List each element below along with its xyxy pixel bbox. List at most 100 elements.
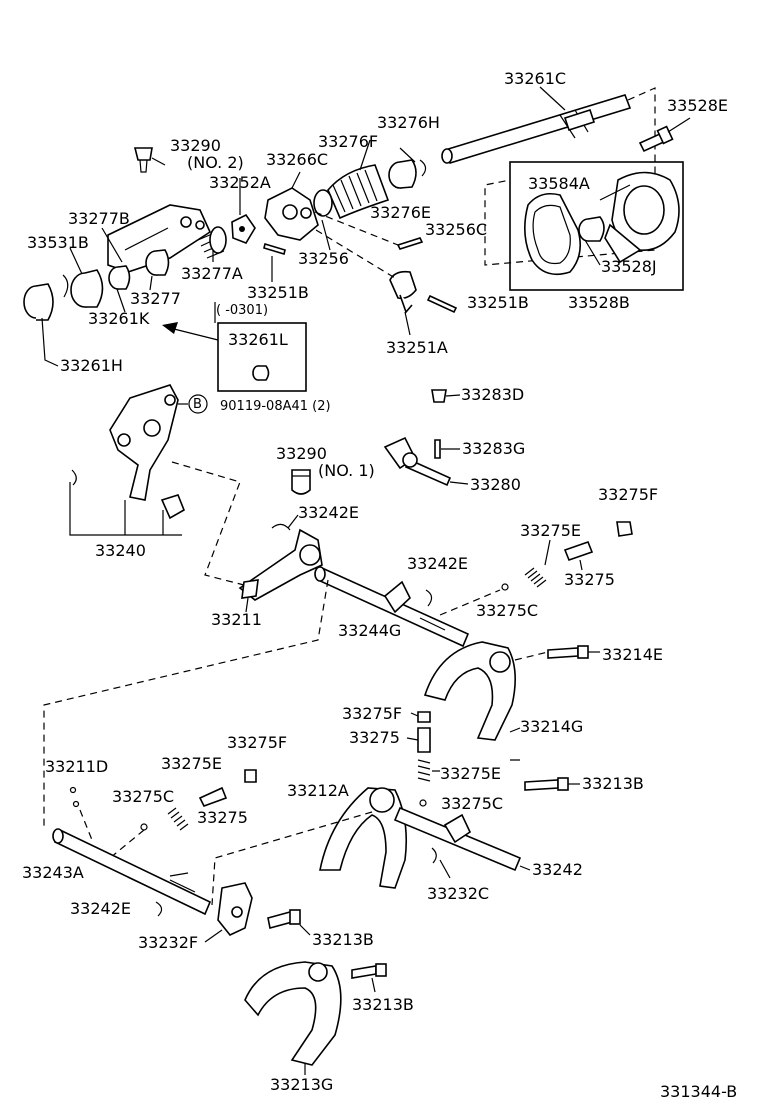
label-33244g: 33244G: [338, 621, 402, 640]
label-33212a: 33212A: [287, 781, 349, 800]
bracket-33266c: [264, 187, 319, 241]
leader-33232c: [439, 859, 451, 879]
gasket-33584a: [524, 192, 581, 276]
ball-33275c-b: [419, 799, 427, 807]
assembly-line-33240: [171, 461, 245, 586]
bolt-33214e: [547, 645, 600, 659]
label-33528j: 33528J: [601, 257, 657, 276]
bushing-33528j: [578, 216, 605, 242]
label-33261c: 33261C: [504, 69, 567, 88]
pin-33251b-left: [263, 242, 286, 256]
label-33277a: 33277A: [181, 264, 243, 283]
label-33528e: 33528E: [667, 96, 729, 115]
seal-33261h: [23, 283, 54, 321]
label-33240: 33240: [95, 541, 146, 560]
cap-33261k: [145, 249, 170, 276]
bolt-33213b-c: [351, 963, 387, 993]
label-33252a: 33252A: [209, 173, 271, 192]
label-33232c: 33232C: [427, 884, 490, 903]
label-33214g: 33214G: [520, 717, 584, 736]
housing-33277b: [107, 204, 212, 273]
label-33242e-a: 33242E: [298, 503, 360, 522]
bolt-33213b-b: [267, 909, 311, 936]
label-33242: 33242: [532, 860, 583, 879]
label-33213b-b: 33213B: [312, 930, 374, 949]
leader-33242e-a: [287, 514, 299, 529]
label-33261h: 33261H: [60, 356, 123, 375]
plunger-33275-c: [198, 786, 228, 807]
label-33275e-a: 33275E: [520, 521, 582, 540]
label-33251b-left: 33251B: [247, 283, 309, 302]
label-33213b-c: 33213B: [352, 995, 414, 1014]
label-33275e-c: 33275E: [440, 764, 502, 783]
label-33275-a: 33275: [564, 570, 615, 589]
label-33280: 33280: [470, 475, 521, 494]
label-33256: 33256: [298, 249, 349, 268]
label-33242e-c: 33242E: [70, 899, 132, 918]
label-33277: 33277: [130, 289, 181, 308]
label-33290-no2: 33290: [170, 136, 221, 155]
pin-33251b-right: [426, 294, 458, 314]
plug-33283d: [431, 389, 461, 403]
label-33276e: 33276E: [370, 203, 432, 222]
leader-33531b: [69, 247, 83, 275]
part-33252a: [231, 213, 256, 244]
assembly-lines-33243a: [79, 809, 145, 859]
label-33277b: 33277B: [68, 209, 130, 228]
label-33276f: 33276F: [318, 132, 379, 151]
label-no2: (NO. 2): [187, 153, 244, 172]
ball-33211d-b: [72, 800, 80, 808]
label-33275f-b: 33275F: [342, 704, 403, 723]
leader-33251a: [404, 311, 411, 336]
bolt-33213b-a: [524, 777, 580, 791]
leader-33276h: [399, 147, 416, 163]
clip-33242e-b: [425, 589, 433, 607]
label-33243a: 33243A: [22, 863, 84, 882]
ball-33275c-c: [140, 823, 148, 831]
shaft-33242: [393, 806, 522, 872]
leader-33266c: [291, 171, 301, 189]
leader-33277b: [101, 227, 123, 263]
pin-33283g: [434, 439, 441, 459]
leader-33261h: [41, 317, 59, 367]
ball-33275c-a: [501, 583, 509, 591]
assembly-box-33528b: [509, 161, 684, 291]
label-90119: 90119-08A41 (2): [220, 399, 331, 414]
label-33214e: 33214E: [602, 645, 664, 664]
fork-33213g: [244, 961, 342, 1066]
bushing-33261l: [252, 365, 270, 381]
label-33528b: 33528B: [568, 293, 630, 312]
label-33283g: 33283G: [462, 439, 526, 458]
leaders-33275-a: [544, 539, 583, 571]
boot-33276f: [313, 139, 390, 220]
spring-33277a: [197, 226, 227, 259]
shift-shaft-33261c: [441, 94, 632, 164]
label-33256c: 33256C: [425, 220, 488, 239]
label-33290-no1: 33290: [276, 444, 327, 463]
label-33283d: 33283D: [461, 385, 525, 404]
label-33211d: 33211D: [45, 757, 109, 776]
part-33232f: [217, 882, 253, 936]
fork-33214g: [423, 641, 516, 741]
label-33275c-b: 33275C: [112, 787, 175, 806]
label-33213b-a: 33213B: [582, 774, 644, 793]
ball-33211d-a: [69, 786, 77, 794]
spring-33275e-b: [417, 759, 431, 782]
label-33211: 33211: [211, 610, 262, 629]
label-33251b-right: 33251B: [467, 293, 529, 312]
leader-33261c: [539, 86, 566, 111]
seal-33276e: [388, 159, 417, 189]
shaft-33243a: [52, 828, 212, 916]
bushing-33277: [108, 265, 131, 290]
leaders-upper: [151, 157, 241, 262]
spring-33275e-c: [167, 807, 189, 831]
label-33275e-b: 33275E: [161, 754, 223, 773]
label-33261k: 33261K: [88, 309, 150, 328]
leaders-33280: [441, 448, 469, 485]
box-33261l: [217, 322, 307, 392]
arrow-33261l: [169, 327, 219, 341]
label-33275-c: 33275: [197, 808, 248, 827]
label-33261l: 33261L: [228, 330, 288, 349]
label-range: ( -0301): [216, 303, 269, 318]
